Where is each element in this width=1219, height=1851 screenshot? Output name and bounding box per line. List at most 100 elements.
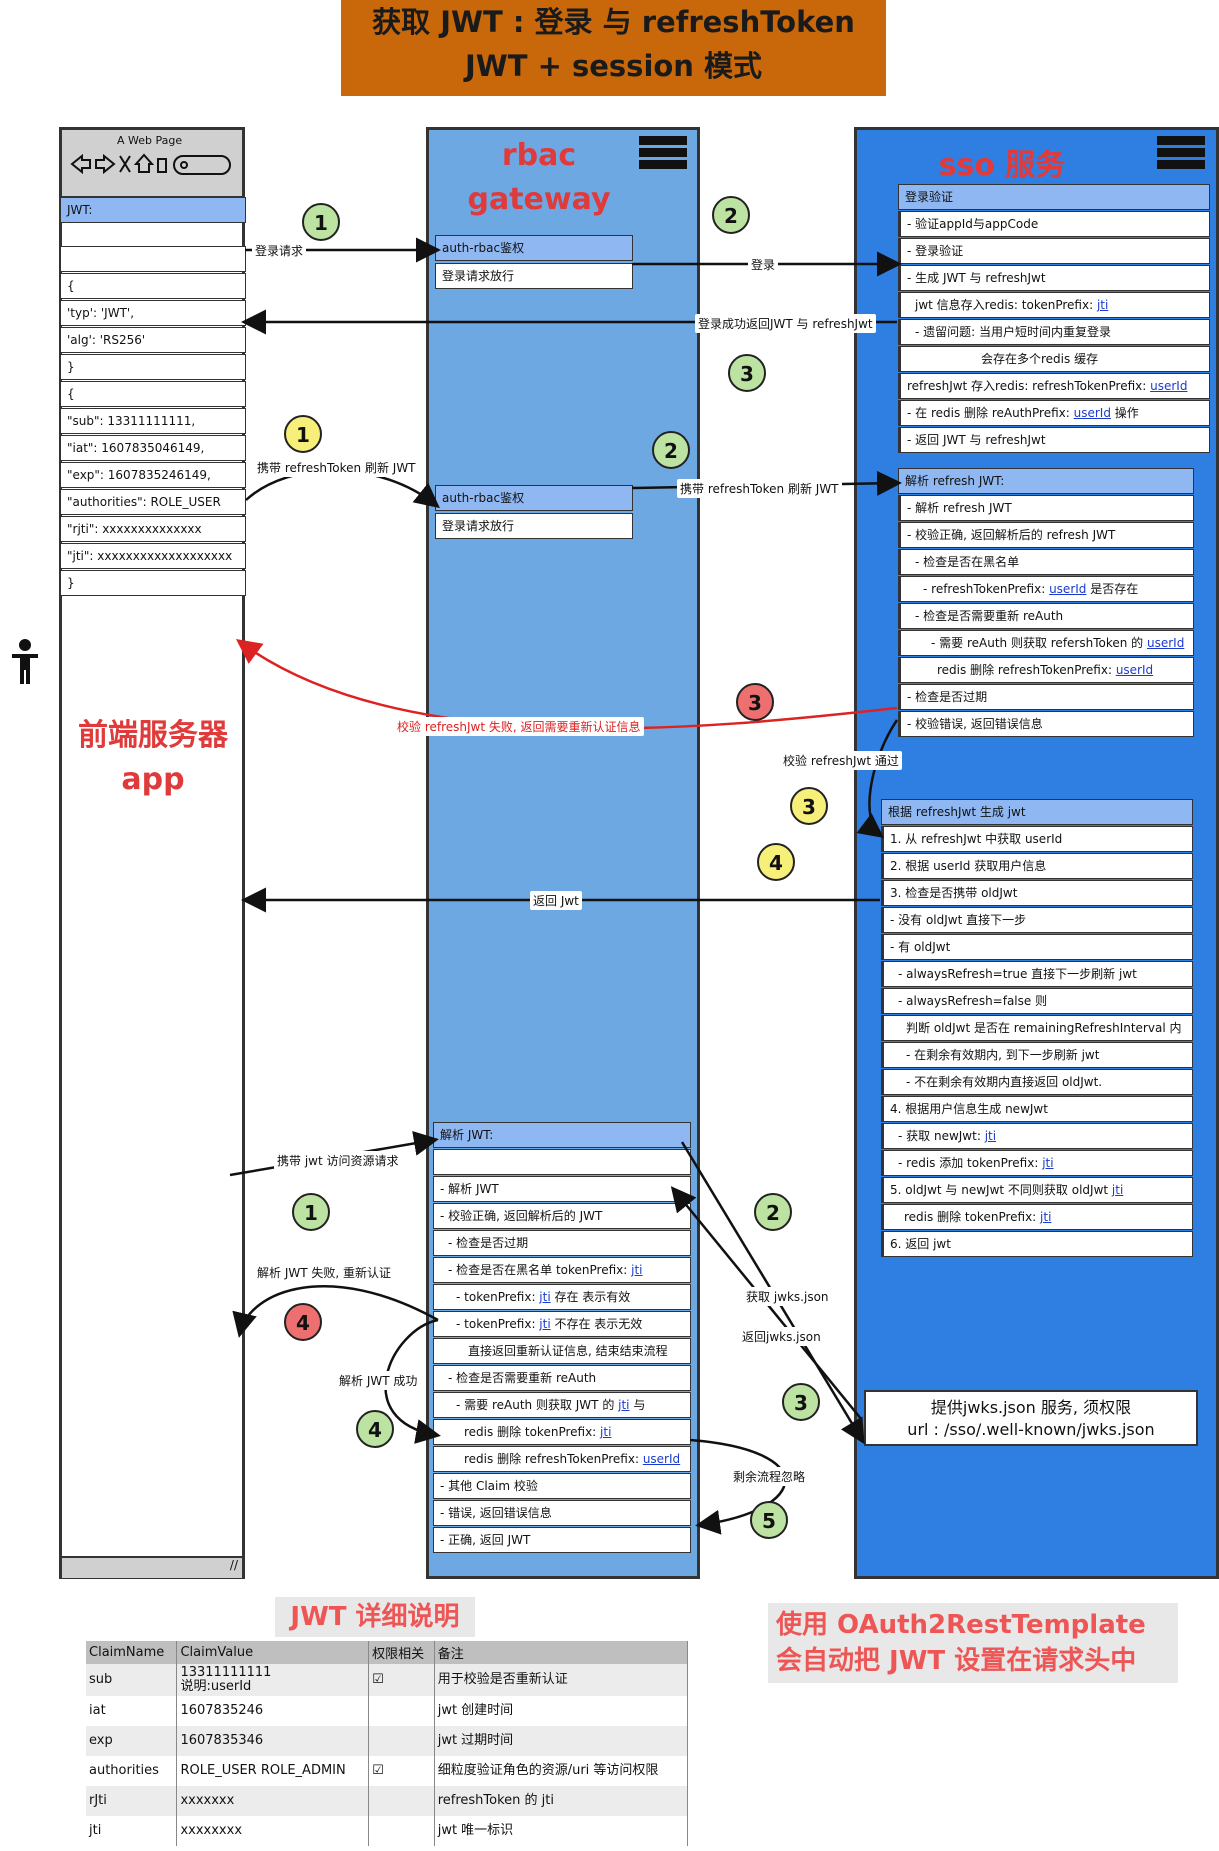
step-badge: 2 [652, 431, 690, 469]
step-badge: 3 [728, 354, 766, 392]
arrow-refresh-fail [235, 639, 898, 730]
browser-row: 'alg': 'RS256' [60, 327, 246, 353]
arrow-refresh-pass [856, 719, 899, 839]
jwks-service-box: 提供jwks.json 服务, 须权限 url : /sso/.well-kno… [864, 1390, 1198, 1446]
sso-login-row: - 返回 JWT 与 refreshJwt [898, 427, 1210, 453]
link-text[interactable]: jti [984, 1129, 997, 1143]
link-text[interactable]: jti [600, 1425, 612, 1439]
rbac-gateway-panel: rbac gateway [426, 127, 700, 1579]
link-text[interactable]: jti [539, 1317, 551, 1331]
claims-cell: 13311111111 说明:userId [176, 1664, 370, 1696]
link-text[interactable]: userId [642, 1452, 681, 1466]
sso-gen-row: - 不在剩余有效期内直接返回 oldJwt. [881, 1069, 1193, 1095]
claims-cell: ROLE_USER ROLE_ADMIN [176, 1756, 370, 1786]
link-text[interactable]: jti [1096, 298, 1109, 312]
claims-cell: refreshToken 的 jti [434, 1786, 689, 1816]
browser-row: "jti": xxxxxxxxxxxxxxxxxxx [60, 543, 246, 569]
sso-gen-row: - 在剩余有效期内, 到下一步刷新 jwt [881, 1042, 1193, 1068]
gateway-parse-row: - 检查是否需要重新 reAuth [433, 1365, 691, 1391]
title-line1: 获取 JWT : 登录 与 refreshToken [372, 5, 855, 39]
page-icon [157, 158, 167, 173]
step-badge: 4 [757, 843, 795, 881]
link-text[interactable]: jti [1040, 1210, 1052, 1224]
sso-refresh-row: - 检查是否在黑名单 [898, 549, 1194, 575]
sso-gen-row: 1. 从 refreshJwt 中获取 userId [881, 826, 1193, 852]
claims-cell [368, 1726, 435, 1756]
browser-title: A Web Page [117, 134, 183, 147]
back-icon [70, 153, 91, 175]
sso-login-row: - 登录验证 [898, 238, 1210, 264]
link-text[interactable]: userId [1049, 582, 1087, 596]
claims-cell [368, 1786, 435, 1816]
claims-header-cell: ClaimValue [176, 1641, 370, 1664]
claims-cell: iat [86, 1696, 178, 1726]
label-login-request: 登录请求 [252, 241, 307, 260]
step-badge: 3 [790, 787, 828, 825]
label-return-jwks: 返回jwks.json [739, 1327, 824, 1346]
link-text[interactable]: jti [618, 1398, 630, 1412]
sso-gen-row: 3. 检查是否携带 oldJwt [881, 880, 1193, 906]
user-icon [8, 638, 42, 686]
link-text[interactable]: userId [1147, 636, 1185, 650]
claims-cell [368, 1696, 435, 1726]
server-icon [1157, 136, 1205, 174]
link-text[interactable]: userId [1073, 406, 1111, 420]
sso-gen-row: - redis 添加 tokenPrefix: jti [881, 1150, 1193, 1176]
gateway-name-line2: gateway [467, 182, 611, 217]
gateway-parse-row: - tokenPrefix: jti 存在 表示有效 [433, 1284, 691, 1310]
page-title: 获取 JWT : 登录 与 refreshToken JWT + session… [341, 0, 886, 96]
label-carry-jwt: 携带 jwt 访问资源请求 [274, 1151, 402, 1170]
sso-refresh-row: - refreshTokenPrefix: userId 是否存在 [898, 576, 1194, 602]
claims-cell: ☑ [368, 1756, 435, 1786]
sso-login-row: - 遗留问题: 当用户短时间内重复登录 [898, 319, 1210, 345]
claims-cell: exp [86, 1726, 178, 1756]
sso-gen-row: redis 删除 tokenPrefix: jti [881, 1204, 1193, 1230]
browser-row: { [60, 273, 246, 299]
sso-login-row: jwt 信息存入redis: tokenPrefix: jti [898, 292, 1210, 318]
link-text[interactable]: userId [1150, 379, 1188, 393]
browser-row: } [60, 570, 246, 596]
sso-login-row: 登录验证 [898, 184, 1210, 210]
sso-gen-row: 判断 oldJwt 是否在 remainingRefreshInterval 内 [881, 1015, 1193, 1041]
step-badge: 1 [302, 203, 340, 241]
link-text[interactable]: jti [631, 1263, 643, 1277]
link-text[interactable]: jti [1111, 1183, 1124, 1197]
sso-gen-row: 根据 refreshJwt 生成 jwt [881, 799, 1193, 825]
claims-cell [368, 1816, 435, 1846]
claims-cell: 用于校验是否重新认证 [434, 1664, 689, 1696]
gateway-parse-row: - 检查是否在黑名单 tokenPrefix: jti [433, 1257, 691, 1283]
sso-gen-row: - 获取 newJwt: jti [881, 1123, 1193, 1149]
claims-cell: xxxxxxx [176, 1786, 370, 1816]
claims-cell: sub [86, 1664, 178, 1696]
link-text[interactable]: userId [1115, 663, 1154, 677]
title-line2: JWT + session 模式 [464, 49, 763, 83]
step-badge: 1 [284, 415, 322, 453]
sso-gen-row: - 有 oldJwt [881, 934, 1193, 960]
label-refresh-pass: 校验 refreshJwt 通过 [780, 751, 902, 770]
claims-cell: xxxxxxxx [176, 1816, 370, 1846]
label-get-jwks: 获取 jwks.json [743, 1287, 832, 1306]
link-text[interactable]: jti [539, 1290, 551, 1304]
sso-refresh-row: - 检查是否过期 [898, 684, 1194, 710]
sso-gen-row: 6. 返回 jwt [881, 1231, 1193, 1257]
resize-grip-icon[interactable]: // [229, 1558, 238, 1572]
browser-row: 'typ': 'JWT', [60, 300, 246, 326]
sso-gen-row: 4. 根据用户信息生成 newJwt [881, 1096, 1193, 1122]
label-parse-fail: 解析 JWT 失败, 重新认证 [254, 1263, 394, 1282]
sso-gen-row: - alwaysRefresh=false 则 [881, 988, 1193, 1014]
note-line2: 会自动把 JWT 设置在请求头中 [776, 1646, 1137, 1676]
step-badge: 2 [712, 196, 750, 234]
sso-refresh-row: - 校验错误, 返回错误信息 [898, 711, 1194, 737]
link-text[interactable]: jti [1042, 1156, 1054, 1170]
claims-header-cell: 备注 [434, 1641, 689, 1664]
claims-title: JWT 详细说明 [275, 1597, 475, 1637]
server-icon [639, 136, 687, 174]
jwks-line2: url : /sso/.well-known/jwks.json [907, 1420, 1155, 1439]
browser-row [60, 246, 246, 272]
sso-login-row: - 验证appId与appCode [898, 211, 1210, 237]
frontend-label: 前端服务器 app [65, 710, 241, 797]
